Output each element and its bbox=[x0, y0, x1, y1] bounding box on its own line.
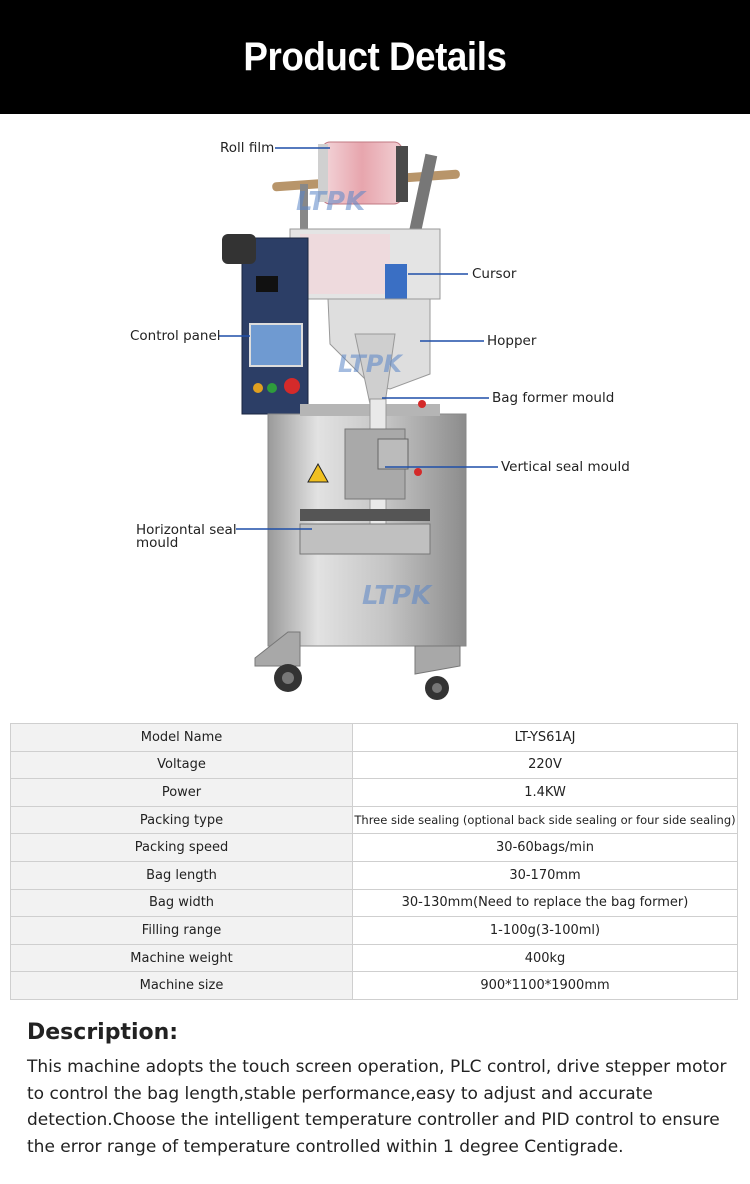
description-body: This machine adopts the touch screen ope… bbox=[27, 1057, 727, 1157]
label-roll-film: Roll film bbox=[220, 140, 275, 156]
spec-value: 900*1100*1900mm bbox=[352, 971, 738, 1000]
spec-key: Power bbox=[10, 778, 353, 807]
spec-table: Model Name LT-YS61AJ Voltage 220V Power … bbox=[10, 723, 738, 1000]
machine-figure: LTPK LTPK LTPK Roll film Cursor Control … bbox=[0, 114, 750, 720]
table-row: Packing speed 30-60bags/min bbox=[10, 833, 738, 862]
upper-frame bbox=[289, 228, 441, 304]
table-row: Bag length 30-170mm bbox=[10, 860, 738, 890]
spec-value: 30-60bags/min bbox=[352, 833, 738, 862]
table-row: Packing type Three side sealing (optiona… bbox=[10, 805, 738, 835]
table-row: Filling range 1-100g(3-100ml) bbox=[10, 916, 738, 945]
label-horizontal-seal: Horizontal seal bbox=[136, 522, 237, 538]
spec-value: Three side sealing (optional back side s… bbox=[352, 805, 738, 835]
hopper bbox=[327, 298, 431, 405]
spec-key: Voltage bbox=[10, 750, 353, 780]
pointer-lines bbox=[219, 147, 498, 530]
description-title: Description: bbox=[27, 1020, 179, 1045]
spec-key: Bag width bbox=[10, 888, 353, 918]
table-row: Machine weight 400kg bbox=[10, 943, 738, 973]
spec-key: Machine weight bbox=[10, 943, 353, 973]
control-box bbox=[222, 234, 309, 415]
table-row: Voltage 220V bbox=[10, 750, 738, 780]
label-cursor: Cursor bbox=[472, 266, 517, 282]
spec-value: 1.4KW bbox=[352, 778, 738, 807]
machine-illustration: LTPK LTPK LTPK bbox=[219, 141, 498, 700]
page-title: Product Details bbox=[243, 34, 507, 79]
watermarks: LTPK LTPK LTPK bbox=[296, 187, 433, 611]
spec-value: 1-100g(3-100ml) bbox=[352, 916, 738, 945]
spec-key: Packing type bbox=[10, 805, 353, 835]
page-header: Product Details bbox=[0, 0, 750, 114]
base bbox=[254, 631, 461, 700]
spec-key: Machine size bbox=[10, 971, 353, 1000]
roll-film-assembly bbox=[272, 141, 460, 245]
label-vertical-seal: Vertical seal mould bbox=[501, 459, 630, 475]
spec-value: 30-130mm(Need to replace the bag former) bbox=[352, 888, 738, 918]
table-row: Machine size 900*1100*1900mm bbox=[10, 971, 738, 1000]
label-bag-former: Bag former mould bbox=[492, 390, 615, 406]
spec-key: Bag length bbox=[10, 860, 353, 890]
spec-value: 400kg bbox=[352, 943, 738, 973]
watermark: LTPK bbox=[296, 187, 367, 217]
label-hopper: Hopper bbox=[487, 333, 537, 349]
table-row: Model Name LT-YS61AJ bbox=[10, 723, 738, 752]
spec-key: Model Name bbox=[10, 723, 353, 752]
spec-value: 30-170mm bbox=[352, 860, 738, 890]
main-body bbox=[267, 398, 467, 647]
spec-key: Packing speed bbox=[10, 833, 353, 862]
label-control-panel: Control panel bbox=[130, 328, 221, 344]
table-row: Bag width 30-130mm(Need to replace the b… bbox=[10, 888, 738, 918]
spec-value: 220V bbox=[352, 750, 738, 780]
spec-key: Filling range bbox=[10, 916, 353, 945]
watermark: LTPK bbox=[338, 350, 404, 378]
spec-value: LT-YS61AJ bbox=[352, 723, 738, 752]
watermark: LTPK bbox=[362, 581, 433, 611]
table-row: Power 1.4KW bbox=[10, 778, 738, 807]
label-horizontal-seal-2: mould bbox=[136, 535, 179, 551]
